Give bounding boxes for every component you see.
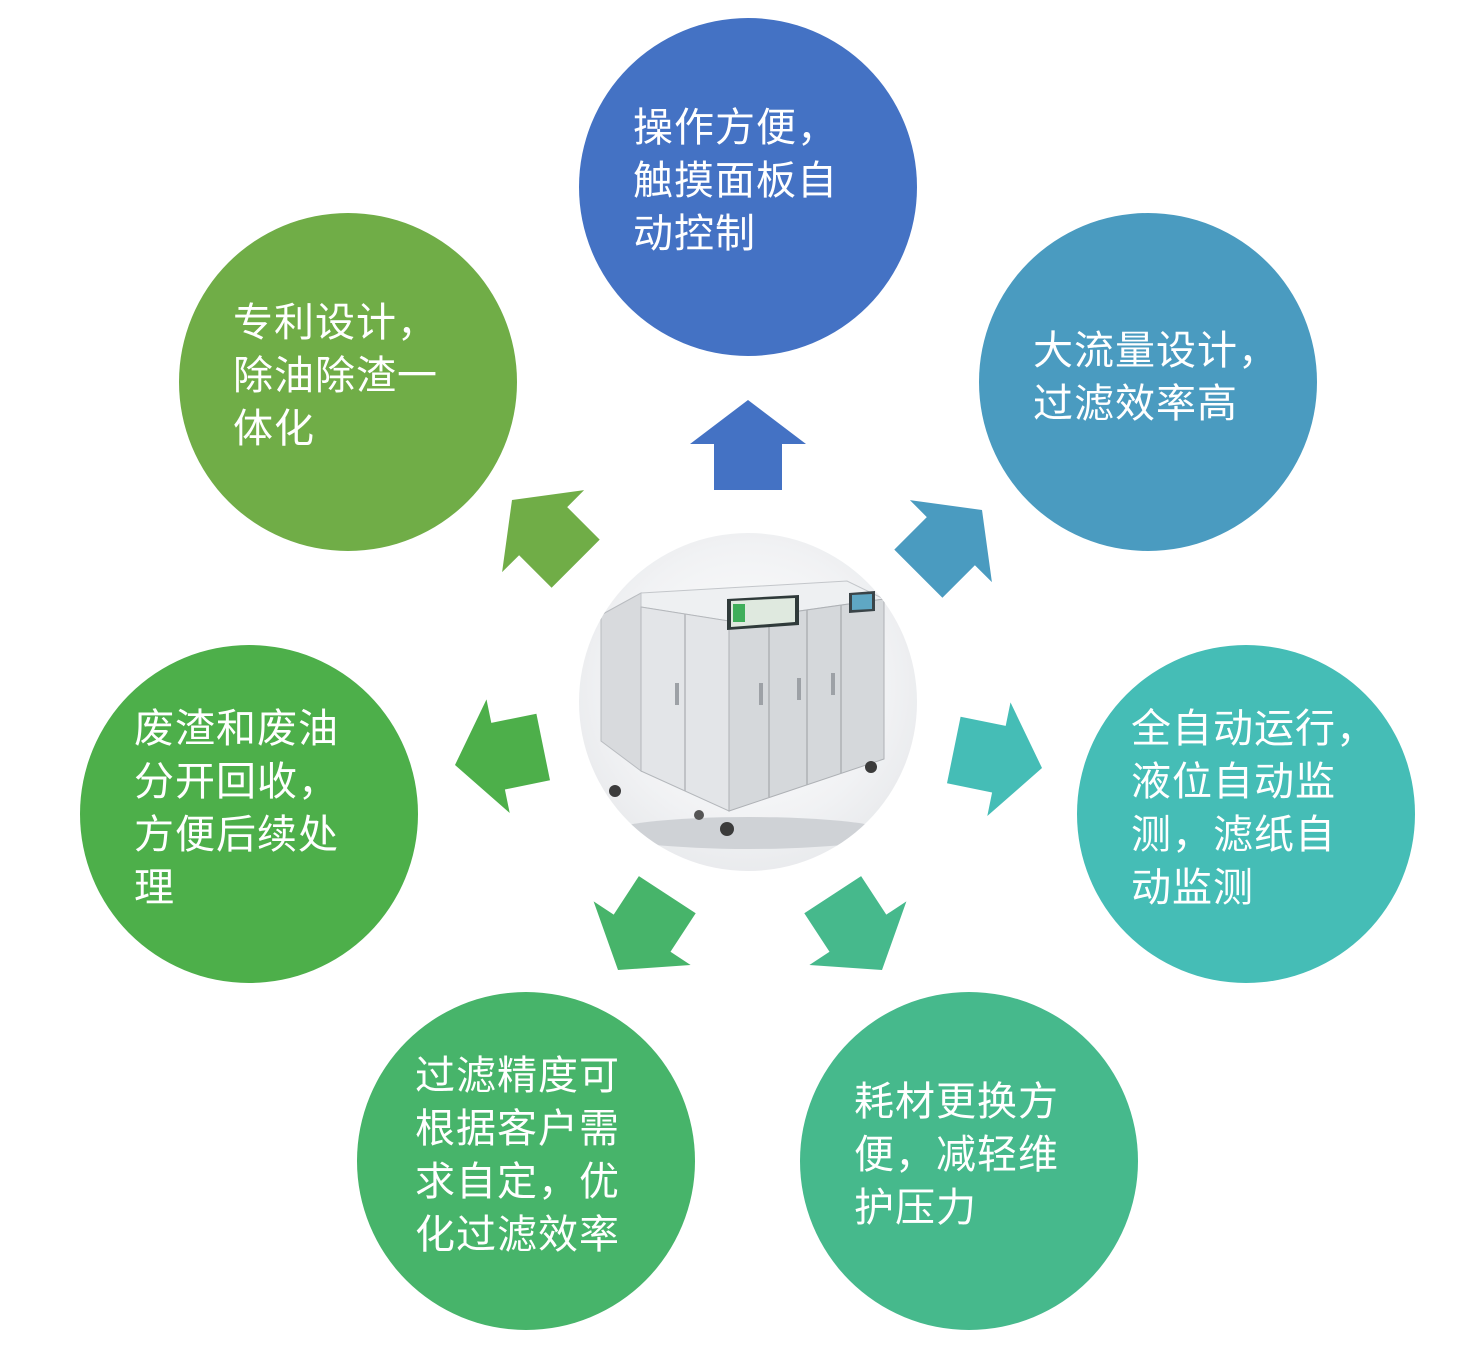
- machine-photo: [579, 533, 917, 871]
- feature-node-bottom-right: 耗材更换方 便，减轻维 护压力: [800, 992, 1138, 1330]
- feature-node-top-right: 大流量设计， 过滤效率高: [979, 213, 1317, 551]
- arrow-top: [690, 400, 806, 490]
- feature-node-left: 废渣和废油 分开回收， 方便后续处 理: [80, 645, 418, 983]
- feature-node-right: 全自动运行， 液位自动监 测，滤纸自 动监测: [1077, 645, 1415, 983]
- feature-text: 专利设计， 除油除渣一 体化: [233, 300, 438, 452]
- arrow-right: [947, 702, 1042, 816]
- feature-text: 大流量设计， 过滤效率高: [1033, 328, 1279, 427]
- feature-text: 过滤精度可 根据客户需 求自定，优 化过滤效率: [415, 1053, 620, 1258]
- feature-node-bottom-left: 过滤精度可 根据客户需 求自定，优 化过滤效率: [357, 992, 695, 1330]
- feature-text: 全自动运行， 液位自动监 测，滤纸自 动监测: [1131, 706, 1377, 911]
- feature-node-top: 操作方便， 触摸面板自 动控制: [579, 18, 917, 356]
- arrow-top-left: [502, 490, 600, 588]
- arrow-bottom-left: [593, 876, 696, 970]
- arrow-top-right: [894, 500, 992, 598]
- arrow-left: [455, 699, 550, 813]
- feature-text: 耗材更换方 便，减轻维 护压力: [854, 1079, 1059, 1231]
- feature-text: 操作方便， 触摸面板自 动控制: [633, 105, 838, 257]
- feature-text: 废渣和废油 分开回收， 方便后续处 理: [134, 706, 339, 911]
- feature-node-top-left: 专利设计， 除油除渣一 体化: [179, 213, 517, 551]
- filtration-machine-image: [600, 580, 889, 849]
- arrow-bottom-right: [804, 876, 907, 970]
